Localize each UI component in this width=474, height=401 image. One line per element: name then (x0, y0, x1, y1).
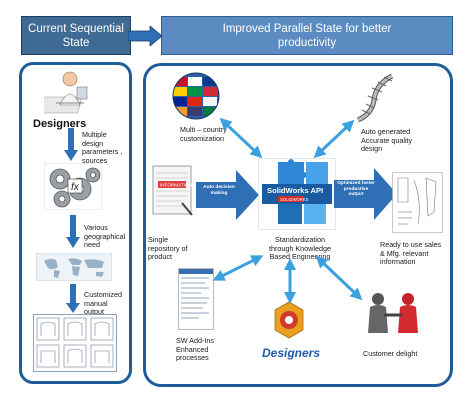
arrow-addins-center (212, 255, 264, 281)
customer-handshake-image (364, 289, 422, 337)
sw-addins-screenshot (178, 268, 214, 330)
auto-generated-label: Auto generated Accurate quality design (361, 127, 413, 154)
auto-decision-label: Auto decision making (203, 185, 235, 196)
left-step3-label: Customized manual output (84, 290, 122, 317)
solidworks-api-image: SolidWorks API SOLIDWORKS (258, 158, 336, 230)
arrow-stair-center (313, 119, 355, 159)
standardization-label: Standardization through Knowledge Based … (269, 235, 331, 262)
gears-image: fx (44, 163, 102, 210)
arrow-customer-center (315, 255, 363, 301)
single-repo-label: Single repository of product (148, 235, 188, 262)
multi-country-label: Multi – country customization (180, 125, 227, 143)
solidworks-api-text: SolidWorks API (267, 186, 323, 195)
current-state-banner: Current Sequential State (21, 16, 131, 55)
ready-output-drawings (392, 172, 443, 233)
left-step1-label: Multiple design parameters , sources (82, 130, 123, 165)
ready-to-use-label: Ready to use sales & Mfg. relevant infor… (380, 240, 442, 267)
svg-text:fx: fx (71, 182, 80, 193)
customer-delight-label: Customer delight (363, 349, 418, 358)
auto-decision-arrow (196, 170, 259, 220)
right-designers-label: Designers (262, 346, 321, 360)
world-map-image (36, 253, 112, 281)
down-arrow-1 (64, 128, 78, 161)
banner-arrow (128, 26, 163, 46)
down-arrow-3 (66, 284, 80, 313)
staircase-image (356, 73, 394, 123)
improved-state-label: Improved Parallel State for better produ… (222, 22, 392, 49)
current-state-label: Current Sequential State (28, 22, 124, 49)
improved-state-banner: Improved Parallel State for better produ… (161, 16, 453, 55)
repository-image: INFORMATION (152, 165, 193, 216)
optimized-output-arrow (334, 168, 397, 220)
designers-sticker-image (274, 301, 304, 339)
svg-text:SOLIDWORKS: SOLIDWORKS (280, 197, 309, 202)
globe-flags-image (172, 72, 220, 120)
information-sheet-text: INFORMATION (160, 183, 192, 188)
manual-output-drawings (33, 314, 117, 372)
arrow-globe-center (219, 117, 263, 159)
optimized-label: Optimized faster productive output (337, 181, 375, 198)
sw-addins-label: SW Add-Ins Enhanced processes (176, 336, 214, 363)
left-designers-label: Designers (33, 118, 87, 130)
designer-illustration (44, 71, 88, 114)
left-step2-label: Various geographical need (84, 223, 126, 250)
down-arrow-2 (66, 215, 80, 248)
